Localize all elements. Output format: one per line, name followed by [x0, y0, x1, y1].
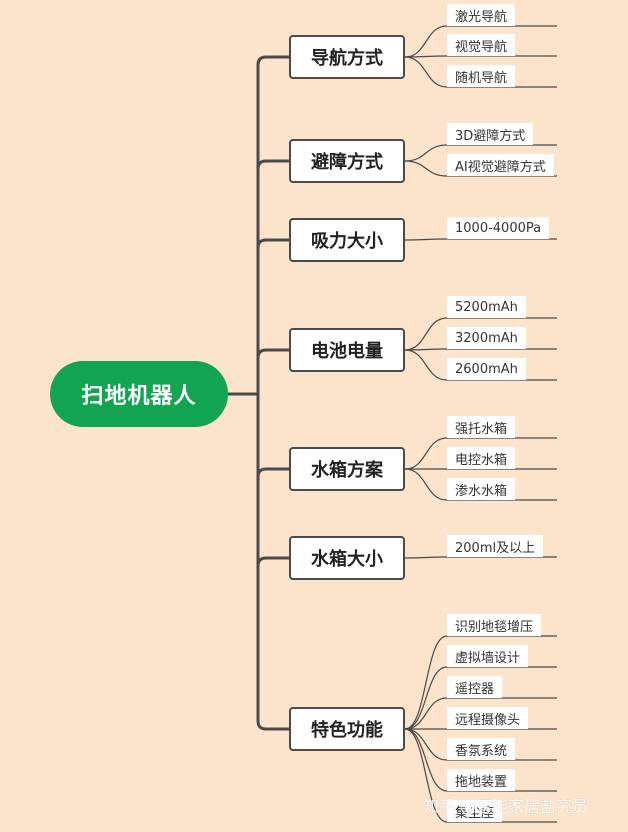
leaf-connector: [404, 25, 557, 58]
branch-water-tank: 水箱方案: [289, 447, 405, 491]
leaf-item: 电控水箱: [447, 447, 516, 469]
trunk-line: [256, 55, 291, 731]
leaf-connector: [404, 728, 557, 823]
branch-obstacle: 避障方式: [289, 139, 405, 183]
watermark: 知乎 @智能家居盐究员: [423, 797, 589, 816]
leaf-connector: [404, 697, 557, 730]
leaf-item: 虚拟墙设计: [447, 645, 529, 667]
leaf-item: 200ml及以上: [447, 535, 544, 557]
leaf-item: 1000-4000Pa: [447, 217, 550, 239]
leaf-connector: [404, 556, 557, 559]
leaf-item: 3200mAh: [447, 327, 526, 349]
branch-connector: [256, 159, 291, 171]
branch-battery: 电池电量: [289, 328, 405, 372]
leaf-connector: [404, 56, 557, 88]
leaf-item: 随机导航: [447, 65, 516, 87]
leaf-connector: [404, 238, 557, 241]
leaf-connector: [404, 468, 557, 501]
leaf-item: 激光导航: [447, 4, 516, 26]
leaf-connector: [404, 728, 557, 761]
leaf-item: 视觉导航: [447, 34, 516, 56]
branch-suction: 吸力大小: [289, 218, 405, 262]
leaf-connector: [404, 635, 557, 730]
leaf-item: 2600mAh: [447, 358, 526, 380]
leaf-item: 5200mAh: [447, 296, 526, 318]
leaf-connector: [404, 160, 557, 177]
leaf-item: 识别地毯增压: [447, 614, 542, 636]
leaf-item: 渗水水箱: [447, 478, 516, 500]
leaf-item: AI视觉避障方式: [447, 154, 554, 176]
branch-tank-size: 水箱大小: [289, 536, 405, 580]
leaf-connector: [404, 317, 557, 351]
leaf-item: 集尘座: [447, 800, 503, 822]
leaf-connector: [404, 349, 557, 381]
root-node: 扫地机器人: [50, 361, 228, 427]
branch-connector: [256, 238, 291, 250]
branch-connector: [256, 348, 291, 360]
leaf-item: 强托水箱: [447, 416, 516, 438]
leaf-item: 拖地装置: [447, 769, 516, 791]
leaf-connector: [404, 144, 557, 162]
branch-connector: [256, 467, 291, 479]
branch-features: 特色功能: [289, 707, 405, 751]
leaf-connector: [404, 348, 557, 351]
branch-connector: [256, 556, 291, 568]
leaf-item: 香氛系统: [447, 738, 516, 760]
leaf-connector: [404, 437, 557, 470]
leaf-connector: [404, 666, 557, 730]
leaf-item: 遥控器: [447, 676, 503, 698]
leaf-item: 3D避障方式: [447, 123, 534, 145]
branch-navigation: 导航方式: [289, 35, 405, 79]
leaf-item: 远程摄像头: [447, 707, 529, 729]
leaf-connector: [404, 55, 557, 58]
leaf-connector: [404, 728, 557, 792]
